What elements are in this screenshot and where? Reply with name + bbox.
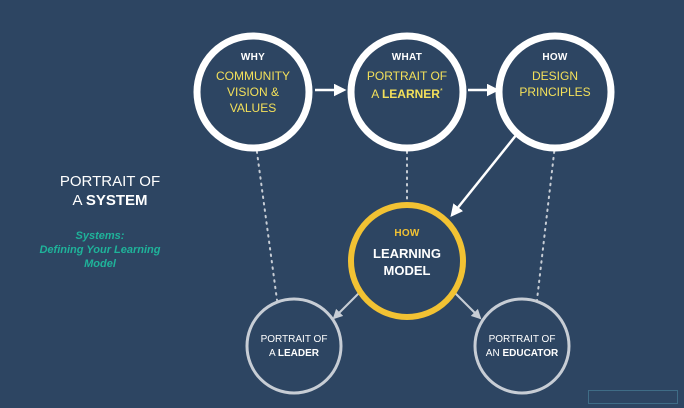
leader-line2-prefix: A bbox=[268, 348, 276, 359]
circle-what bbox=[347, 32, 467, 152]
leader-line1: PORTRAIT OF bbox=[260, 334, 328, 345]
why-line1: COMMUNITY bbox=[216, 69, 290, 83]
circle-leader bbox=[245, 297, 343, 395]
why-line3: VALUES bbox=[229, 101, 277, 115]
side-subtitle: Systems: Defining Your Learning Model bbox=[15, 229, 185, 271]
what-line1: PORTRAIT OF bbox=[366, 69, 448, 83]
leader-line2: A LEADER bbox=[244, 347, 344, 361]
what-line2-suffix: * bbox=[439, 88, 443, 95]
circle-learning-model bbox=[348, 202, 466, 320]
how-design-line1: DESIGN bbox=[531, 69, 578, 83]
circle-why bbox=[193, 32, 313, 152]
side-title-bold: SYSTEM bbox=[85, 192, 148, 209]
what-line2: A LEARNER* bbox=[357, 84, 457, 102]
why-line2: VISION & bbox=[226, 85, 279, 99]
learning-model-label: HOW bbox=[394, 228, 420, 239]
side-title-prefix: A bbox=[72, 192, 82, 209]
learning-model-line2: MODEL bbox=[383, 263, 431, 278]
educator-line2: AN EDUCATOR bbox=[472, 347, 572, 361]
side-subtitle-line1: Systems: bbox=[75, 230, 125, 242]
what-line2-bold: LEARNER bbox=[381, 87, 440, 101]
footer-box bbox=[588, 390, 678, 404]
how-design-label: HOW bbox=[542, 52, 568, 63]
educator-line2-bold: EDUCATOR bbox=[502, 348, 559, 359]
leader-line2-bold: LEADER bbox=[277, 348, 320, 359]
what-label: WHAT bbox=[391, 52, 423, 63]
what-line2-prefix: A bbox=[371, 87, 379, 101]
side-subtitle-line3: Model bbox=[84, 258, 116, 270]
leader-text: PORTRAIT OF A LEADER bbox=[244, 333, 344, 361]
dotted-connector-design-educator bbox=[536, 144, 556, 301]
circle-educator bbox=[473, 297, 571, 395]
side-title: PORTRAIT OF A SYSTEM bbox=[45, 172, 175, 210]
educator-line1: PORTRAIT OF bbox=[488, 334, 556, 345]
side-title-line1: PORTRAIT OF bbox=[59, 173, 161, 190]
what-body: PORTRAIT OF A LEARNER* bbox=[357, 68, 457, 102]
side-subtitle-line2: Defining Your Learning bbox=[39, 244, 161, 256]
how-design-body: DESIGN PRINCIPLES bbox=[505, 68, 605, 100]
arrow-design-to-learning bbox=[450, 133, 518, 217]
what-text: WHAT PORTRAIT OF A LEARNER* bbox=[357, 52, 457, 102]
why-text: WHY COMMUNITY VISION & VALUES bbox=[203, 52, 303, 116]
educator-text: PORTRAIT OF AN EDUCATOR bbox=[472, 333, 572, 361]
how-design-text: HOW DESIGN PRINCIPLES bbox=[505, 52, 605, 100]
why-label: WHY bbox=[240, 52, 266, 63]
arrow-learning-to-educator bbox=[454, 292, 482, 320]
dotted-connector-why-leader bbox=[255, 144, 278, 301]
learning-model-body: LEARNING MODEL bbox=[357, 245, 457, 279]
learning-model-text: HOW LEARNING MODEL bbox=[357, 228, 457, 279]
why-body: COMMUNITY VISION & VALUES bbox=[203, 68, 303, 116]
how-design-line2: PRINCIPLES bbox=[519, 85, 591, 99]
educator-line2-prefix: AN bbox=[485, 348, 500, 359]
learning-model-line1: LEARNING bbox=[373, 246, 441, 261]
circle-how-design bbox=[495, 32, 615, 152]
side-title-line2: A SYSTEM bbox=[45, 191, 175, 210]
arrow-learning-to-leader bbox=[332, 292, 360, 320]
